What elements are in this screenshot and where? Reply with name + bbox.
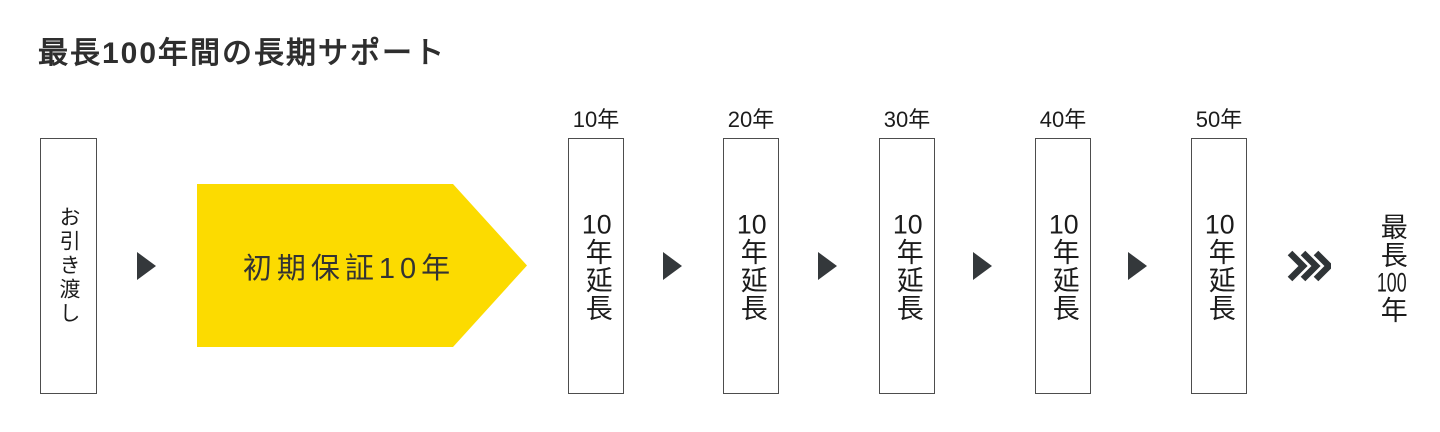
arrow-pentagon-shape — [197, 184, 527, 347]
extension-suffix: 年延長 — [581, 237, 612, 322]
final-number: 100 — [1376, 268, 1407, 296]
extension-years-number: 10 — [581, 210, 612, 238]
right-triangle-icon — [1128, 252, 1147, 280]
extension-suffix: 年延長 — [736, 237, 767, 322]
initial-warranty-arrow: 初期保証10年 — [197, 184, 527, 347]
extension-column-10: 10年 10年延長 — [568, 102, 624, 394]
extension-column-30: 30年 10年延長 — [879, 102, 935, 394]
page-title: 最長100年間の長期サポート — [38, 37, 447, 70]
extension-box-label: 10年延長 — [1048, 210, 1079, 322]
extension-suffix: 年延長 — [892, 237, 923, 322]
extension-column-20: 20年 10年延長 — [723, 102, 779, 394]
right-triangle-icon — [973, 252, 992, 280]
extension-box: 10年延長 — [1191, 138, 1247, 394]
final-prefix: 最長 — [1376, 212, 1407, 269]
extension-box-label: 10年延長 — [1204, 210, 1235, 322]
extension-box: 10年延長 — [723, 138, 779, 394]
extension-column-50: 50年 10年延長 — [1191, 102, 1247, 394]
extension-box: 10年延長 — [568, 138, 624, 394]
final-total-label: 最長100年 — [1368, 208, 1414, 328]
year-milestone-label: 50年 — [1195, 107, 1243, 132]
extension-years-number: 10 — [1204, 210, 1235, 238]
right-triangle-icon — [818, 252, 837, 280]
right-triangle-icon — [663, 252, 682, 280]
fast-forward-icon — [1287, 250, 1331, 282]
handover-box: お引き渡し — [40, 138, 97, 394]
extension-years-number: 10 — [892, 210, 923, 238]
extension-box-label: 10年延長 — [892, 210, 923, 322]
year-milestone-label: 30年 — [883, 107, 931, 132]
final-suffix: 年 — [1376, 295, 1407, 324]
extension-box-label: 10年延長 — [581, 210, 612, 322]
year-milestone-label: 10年 — [572, 107, 620, 132]
year-milestone-label: 40年 — [1039, 107, 1087, 132]
extension-box-label: 10年延長 — [736, 210, 767, 322]
extension-suffix: 年延長 — [1048, 237, 1079, 322]
extension-box: 10年延長 — [1035, 138, 1091, 394]
year-milestone-label: 20年 — [727, 107, 775, 132]
right-triangle-icon — [137, 252, 156, 280]
initial-warranty-label: 初期保証10年 — [242, 252, 456, 285]
extension-column-40: 40年 10年延長 — [1035, 102, 1091, 394]
extension-years-number: 10 — [736, 210, 767, 238]
final-total-text: 最長100年 — [1376, 212, 1407, 324]
extension-years-number: 10 — [1048, 210, 1079, 238]
handover-label: お引き渡し — [57, 206, 80, 326]
extension-box: 10年延長 — [879, 138, 935, 394]
extension-suffix: 年延長 — [1204, 237, 1235, 322]
